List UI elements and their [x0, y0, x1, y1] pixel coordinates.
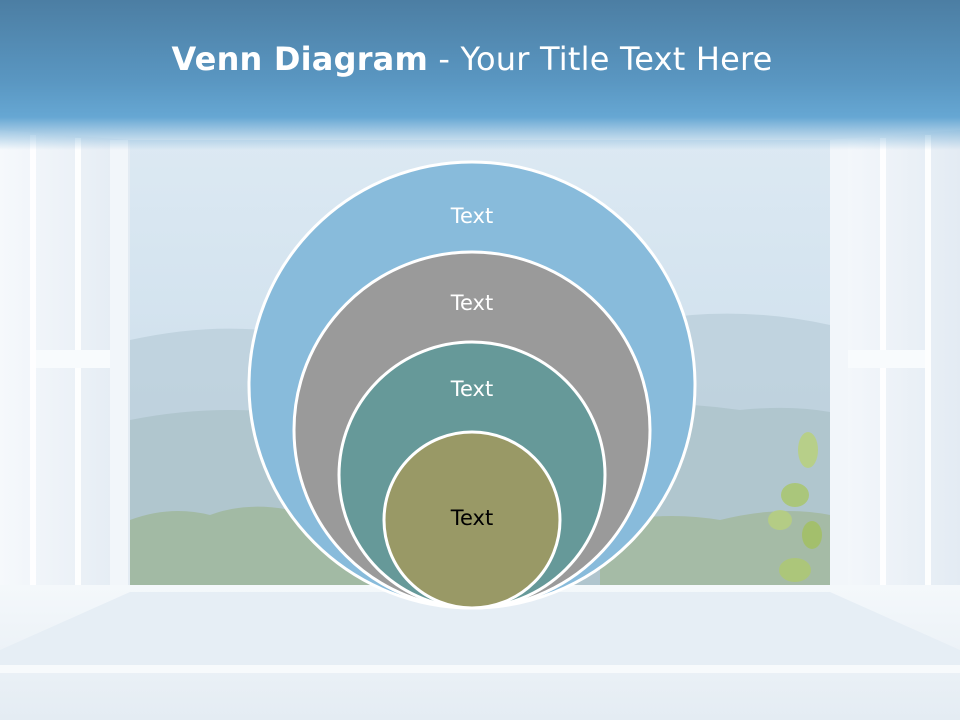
- third-circle-label: Text: [450, 377, 493, 401]
- title-rest: - Your Title Text Here: [428, 40, 773, 78]
- slide-title: Venn Diagram - Your Title Text Here: [0, 40, 944, 78]
- inner-circle-label: Text: [450, 506, 493, 530]
- title-bold: Venn Diagram: [171, 40, 429, 78]
- header-band: [0, 0, 960, 150]
- inner-circle: [382, 430, 562, 610]
- second-circle-label: Text: [450, 291, 493, 315]
- outer-circle-label: Text: [450, 204, 493, 228]
